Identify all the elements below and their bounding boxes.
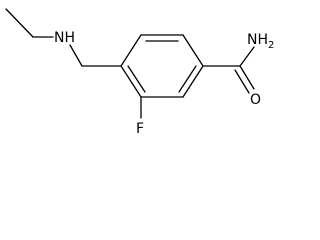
- atom-label-amine-nitrogen: NH: [54, 30, 75, 46]
- atom-label-fluorine: F: [136, 121, 144, 137]
- atom-label-amide-nitrogen-subscript: 2: [268, 40, 274, 51]
- bond-ring-c1-c2: [120, 34, 142, 67]
- atom-label-oxygen: O: [250, 92, 261, 108]
- bond-ring-c6-c1-inner: [127, 65, 146, 93]
- bond-ring-c3-c4: [182, 34, 204, 67]
- bond-carbonyl-o-inner: [234, 69, 250, 94]
- bond-ring-c4-c5: [182, 65, 204, 98]
- bond-carbonyl-o-outer: [239, 65, 255, 90]
- molecule-structure-diagram: NH NH2 O F: [5, 8, 274, 137]
- bond-nh-ch2: [69, 44, 83, 67]
- bond-ring-c6-c1: [120, 65, 142, 98]
- bond-ring-c4-c5-inner: [178, 65, 197, 93]
- atom-label-amide-nitrogen: NH2: [247, 32, 274, 51]
- bond-ethyl-c1-c2: [5, 8, 34, 38]
- bond-carbonyl-nh2: [239, 46, 255, 67]
- atom-label-amide-nitrogen-main: NH: [247, 32, 268, 48]
